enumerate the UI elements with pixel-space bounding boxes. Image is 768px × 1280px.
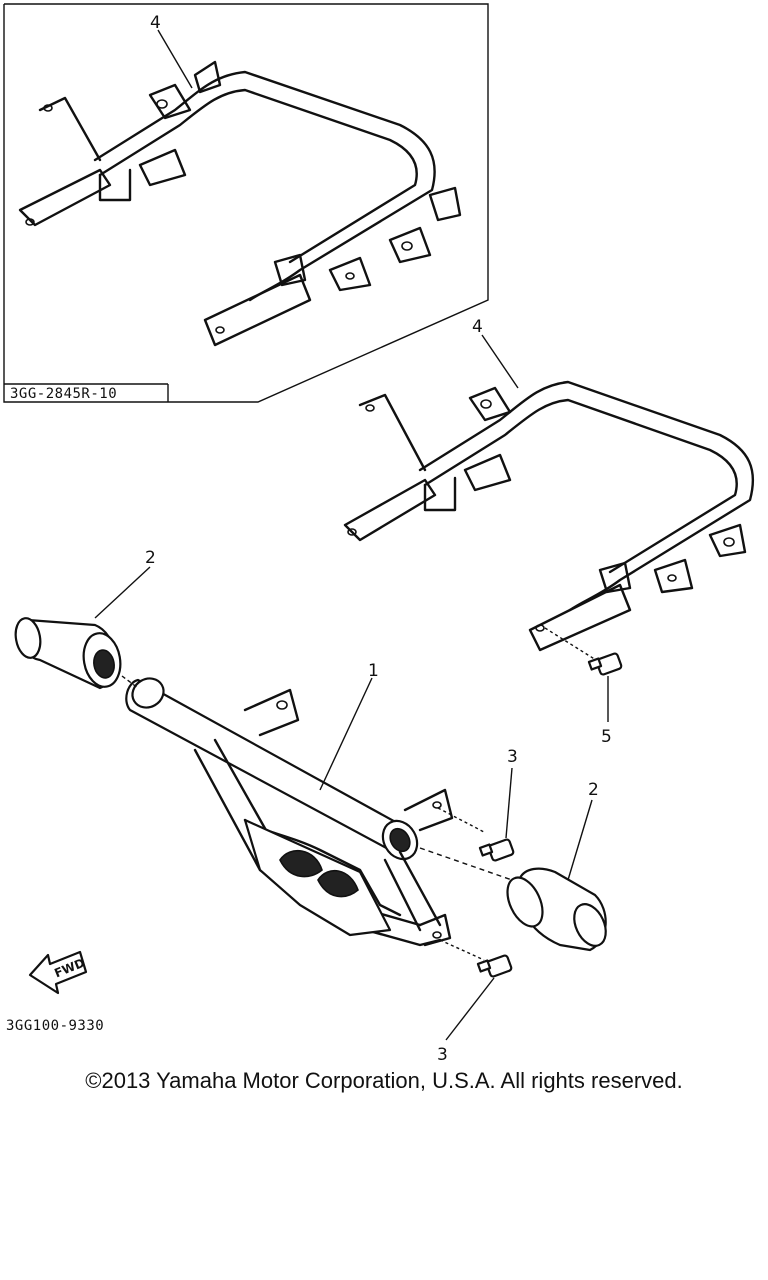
callout-4-inset: 4: [150, 13, 161, 33]
bolt-5: [587, 652, 623, 676]
parts-diagram: 3GG-2845R-10 4: [3, 3, 755, 1065]
callout-3-upper: 3: [507, 747, 518, 767]
inset-panel: 3GG-2845R-10 4: [3, 3, 489, 403]
fwd-arrow-icon: [28, 950, 88, 995]
leader-4-inset: [157, 29, 193, 89]
leader-3-lower: [445, 977, 495, 1041]
end-cap-2-left: [14, 617, 122, 690]
rear-bracket-4: [343, 380, 755, 652]
callout-4-main: 4: [472, 317, 483, 337]
inset-bracket-4: [18, 60, 462, 347]
end-cap-2-right: [506, 867, 607, 952]
callout-2-right: 2: [588, 780, 599, 800]
inset-border: [3, 3, 489, 403]
leader-2-left: [94, 566, 151, 619]
front-bumper-1: [125, 677, 454, 947]
callout-3-lower: 3: [437, 1045, 448, 1065]
bolt-3-lower: [476, 954, 513, 978]
leader-3-upper: [505, 767, 513, 839]
leader-2-right: [567, 799, 593, 881]
callout-1: 1: [368, 661, 379, 681]
leader-1: [319, 677, 373, 791]
inset-part-ref: 3GG-2845R-10: [10, 386, 117, 402]
leader-4-main: [481, 334, 519, 389]
main-part-ref: 3GG100-9330: [6, 1018, 104, 1034]
bolt-3-upper: [478, 838, 515, 862]
callout-5: 5: [601, 727, 612, 747]
copyright-notice: ©2013 Yamaha Motor Corporation, U.S.A. A…: [85, 1068, 683, 1093]
callout-2-left: 2: [145, 548, 156, 568]
